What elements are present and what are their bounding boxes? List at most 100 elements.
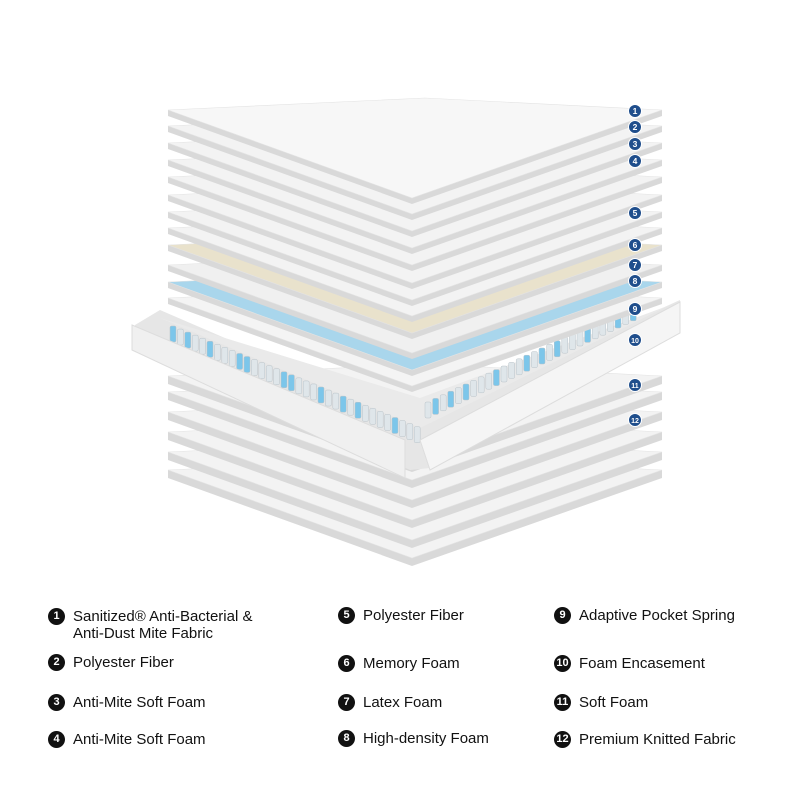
pocket-spring [295,377,303,395]
pocket-spring [369,408,377,425]
pocket-spring [273,368,280,385]
pocket-spring [317,386,325,404]
pocket-spring [310,383,317,401]
pocket-spring [391,417,399,434]
pocket-spring [228,350,236,367]
pocket-spring [546,344,553,361]
legend-label: Polyester Fiber [73,654,174,671]
legend-label: Foam Encasement [579,655,705,672]
pocket-spring [332,392,340,410]
pocket-spring [221,347,229,364]
layer-badge: 5 [628,206,642,220]
fabric-layer-1-surface [167,97,663,199]
pocket-spring [493,369,500,386]
pocket-spring [531,351,538,368]
badge-circle-icon [628,378,642,392]
badge-number: 2 [633,122,638,132]
layer-badge: 8 [628,274,642,288]
legend-item: 11 Soft Foam [554,694,648,711]
pocket-spring [523,354,531,372]
pocket-spring [206,341,214,358]
legend-label: Adaptive Pocket Spring [579,607,735,624]
number-badge-icon: 8 [338,730,355,747]
badge-number: 10 [631,338,639,345]
pocket-spring [376,411,384,428]
pocket-spring [199,337,206,355]
layer-badge: 11 [628,378,642,392]
badge-circle-icon [628,274,642,288]
badge-number: 4 [633,156,638,166]
number-badge-icon: 1 [48,608,65,625]
number-badge-icon: 5 [338,607,355,624]
number-badge-icon: 6 [338,655,355,672]
badge-circle-icon [628,154,642,168]
pocket-spring-unit [131,300,681,479]
legend-label: Soft Foam [579,694,649,711]
pocket-spring [485,372,493,390]
number-badge-icon: 10 [554,655,571,672]
pocket-spring [553,340,561,358]
fabric-layer-1 [167,97,663,204]
legend-item: 3 Anti-Mite Soft Foam [48,694,206,711]
number-badge-icon: 7 [338,694,355,711]
badge-circle-icon [628,120,642,134]
pocket-spring [538,347,546,365]
pocket-spring [508,362,515,379]
number-badge-icon: 2 [48,654,65,671]
badge-number: 9 [633,304,638,314]
pocket-spring [561,336,569,354]
legend-label: Memory Foam [363,655,460,672]
pocket-spring [251,359,258,376]
layer-badge: 6 [628,238,642,252]
legend-item: 2 Polyester Fiber [48,654,174,671]
number-badge-icon: 4 [48,731,65,748]
layer-badge: 9 [628,302,642,316]
pocket-spring [243,356,251,373]
pocket-spring [236,353,243,370]
pocket-spring [439,394,447,412]
foam-encasement-front-right [419,301,681,471]
badge-number: 12 [631,418,639,425]
pocket-spring [258,362,266,379]
pocket-spring [354,402,362,419]
badge-number: 6 [633,240,638,250]
badge-circle-icon [628,238,642,252]
badge-circle-icon [628,258,642,272]
pocket-spring [515,358,523,376]
pocket-spring [432,398,439,415]
pocket-spring [399,420,406,437]
layer-badge: 1 [628,104,642,118]
badge-number: 5 [633,208,638,218]
legend-label: Premium Knitted Fabric [579,731,736,748]
pocket-spring [191,334,199,352]
layer-badge: 4 [628,154,642,168]
badge-circle-icon [628,302,642,316]
pocket-spring [214,344,221,361]
legend-item: 10 Foam Encasement [554,655,705,672]
pocket-spring [477,376,485,394]
pocket-spring [424,401,432,419]
layer-badge: 12 [628,413,642,427]
legend-item: 6 Memory Foam [338,655,460,672]
layer-badge: 10 [628,333,642,347]
pocket-spring [406,423,414,440]
pocket-spring [339,395,347,413]
spring-bed [160,305,670,428]
number-badge-icon: 3 [48,694,65,711]
badge-circle-icon [628,333,642,347]
pocket-spring [413,426,421,443]
legend-label: Anti-Mite Soft Foam [73,694,206,711]
pocket-spring [462,383,470,401]
badge-number: 11 [631,383,639,390]
badge-number: 8 [633,276,638,286]
pocket-spring [302,380,310,398]
pocket-spring [265,365,273,382]
number-badge-icon: 11 [554,694,571,711]
comfort-layers [167,97,663,392]
